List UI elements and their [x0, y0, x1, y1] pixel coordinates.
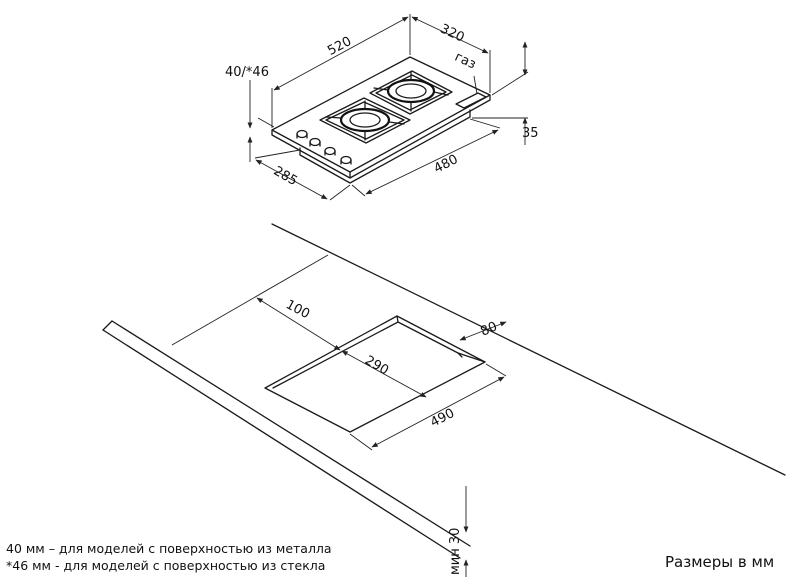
countertop-drawing: 100 80 290 490 мин 30	[102, 223, 786, 577]
control-knobs	[296, 129, 352, 165]
dim-100	[171, 254, 341, 351]
hob-drawing: 520 320 40/*46 газ 35 285 480	[225, 14, 539, 201]
label-min-30: мин 30	[448, 528, 463, 575]
label-40-46: 40/*46	[225, 65, 269, 80]
knob-1	[296, 129, 308, 139]
worktop-back-edge	[271, 223, 786, 476]
label-480: 480	[432, 152, 461, 177]
dim-35	[472, 41, 529, 145]
label-100: 100	[283, 297, 312, 322]
hob-top-plate	[271, 56, 491, 173]
label-80: 80	[478, 319, 499, 339]
gas-inlet	[455, 92, 487, 109]
note-metal: 40 мм – для моделей с поверхностью из ме…	[6, 541, 332, 556]
label-520: 520	[325, 34, 354, 59]
label-285: 285	[271, 164, 300, 189]
dim-40-46	[247, 80, 275, 162]
hob-plate-edge	[271, 94, 491, 179]
dim-285	[254, 149, 351, 201]
label-gas: газ	[452, 50, 478, 73]
label-290: 290	[362, 353, 391, 378]
knob-2	[309, 137, 321, 147]
label-35: 35	[522, 126, 539, 141]
dim-520	[271, 14, 411, 128]
label-490: 490	[428, 406, 457, 431]
worktop-front-edge	[102, 320, 471, 559]
front-burner	[319, 97, 411, 144]
label-320: 320	[438, 22, 467, 46]
cutout-inner-edge	[272, 315, 459, 389]
dim-320	[411, 16, 491, 93]
knob-4	[340, 155, 352, 165]
knob-3	[324, 146, 336, 156]
gas-pointer	[473, 75, 478, 95]
worktop-left-end	[102, 320, 113, 331]
hob-body	[299, 109, 471, 184]
dim-80	[459, 321, 507, 341]
note-glass: *46 мм - для моделей с поверхностью из с…	[6, 558, 326, 573]
rear-burner	[369, 70, 453, 115]
dim-480	[351, 118, 501, 197]
dim-490	[349, 363, 507, 451]
units-label: Размеры в мм	[665, 553, 775, 571]
